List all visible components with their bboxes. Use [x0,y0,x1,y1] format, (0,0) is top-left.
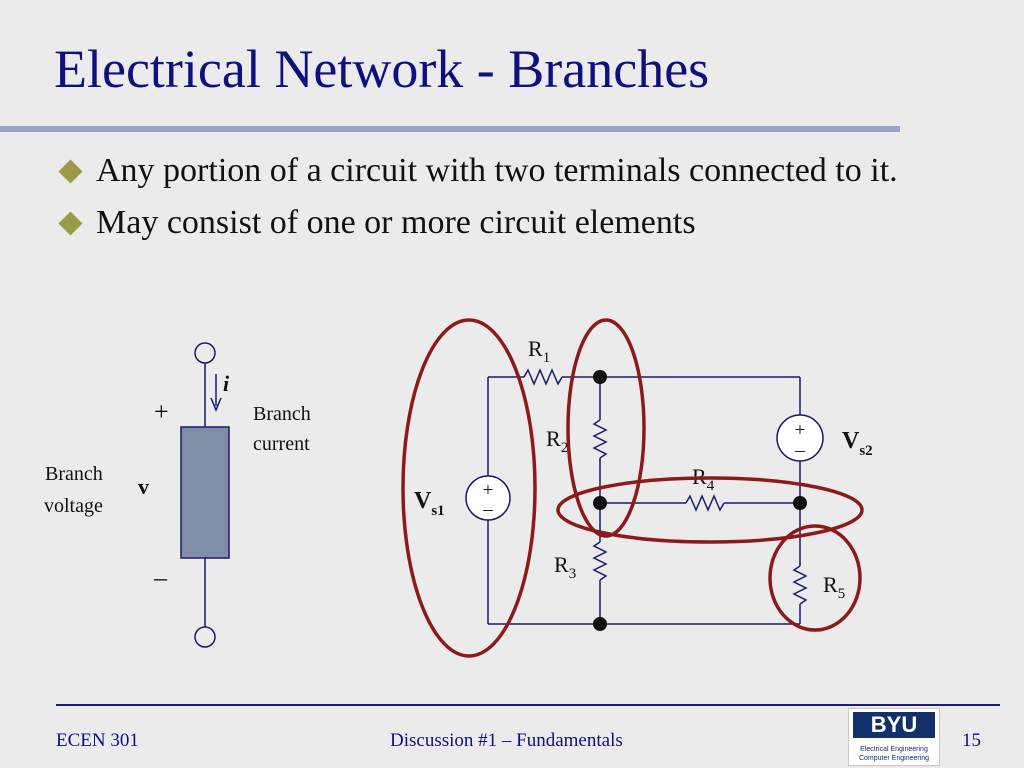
bullet-text: May consist of one or more circuit eleme… [96,204,696,241]
slide-title: Electrical Network - Branches [54,39,710,99]
label-r3-main: R [554,552,569,577]
vs1-minus: – [482,499,493,520]
footer-page-number: 15 [962,730,981,751]
vs2-plus: + [795,420,806,441]
label-vs2-main: V [842,428,860,454]
minus-sign: – [153,563,168,592]
bullet-item: Any portion of a circuit with two termin… [58,152,998,190]
label-r4-sub: 4 [707,478,715,494]
resistor-r3 [592,541,608,581]
title-underline [0,126,900,132]
branch-voltage-label: Branch [45,463,103,485]
branch-current-label: Branch [253,403,311,425]
label-r5-main: R [823,572,838,597]
footer-course: ECEN 301 [56,730,139,751]
circuit-element-box [180,426,230,559]
label-r3-sub: 3 [569,566,577,582]
branch-element-diagram: i Branch current + – v Branch voltage [44,342,311,648]
resistor-r5 [792,565,808,605]
label-r2: R2 [546,426,568,456]
highlight-ellipse-left [401,318,537,658]
current-arrow-icon [210,397,222,412]
label-vs1-main: V [414,488,432,514]
label-r5-sub: 5 [838,586,846,602]
branch-highlights [401,318,864,658]
byu-logo-mark: BYU [853,712,935,738]
voltage-symbol: v [138,474,149,499]
node-dot [793,496,807,510]
label-r5: R5 [823,572,845,602]
label-vs2: Vs2 [842,428,873,459]
voltage-source-vs1 [465,475,511,521]
label-r1-sub: 1 [543,350,551,366]
vs1-plus: + [483,480,494,501]
label-r1-main: R [528,336,543,361]
label-r2-main: R [546,426,561,451]
vs2-minus: – [794,440,805,461]
label-r2-sub: 2 [561,440,569,456]
circuit-nodes [593,370,807,631]
label-r3: R3 [554,552,576,582]
label-r1: R1 [528,336,550,366]
byu-logo: BYU Electrical Engineering Computer Engi… [848,708,940,766]
node-dot [593,370,607,384]
branch-voltage-label: voltage [44,495,103,517]
resistor-r4 [685,494,725,512]
voltage-source-vs2 [776,414,824,462]
label-vs1-sub: s1 [431,503,444,519]
highlight-ellipse-r5 [768,524,862,632]
resistor-r2 [592,419,608,459]
branch-current-label: current [253,433,310,455]
resistor-r1 [523,368,563,386]
top-terminal [194,342,216,364]
logo-subtitle: Computer Engineering [858,755,930,762]
node-dot [593,617,607,631]
label-vs1: Vs1 [414,488,445,519]
highlight-ellipse-horizontal [556,476,864,544]
highlight-ellipse-middle [566,318,646,538]
bullet-item: May consist of one or more circuit eleme… [58,204,998,242]
node-dot [593,496,607,510]
current-symbol: i [223,371,230,396]
logo-subtitle: Electrical Engineering [860,746,928,753]
bottom-terminal [194,626,216,648]
footer-title: Discussion #1 – Fundamentals [390,730,623,751]
bullet-list: Any portion of a circuit with two termin… [58,152,998,256]
footer-rule [56,704,1000,706]
bullet-text: Any portion of a circuit with two termin… [96,152,898,189]
plus-sign: + [154,397,169,426]
label-vs2-sub: s2 [859,443,872,459]
